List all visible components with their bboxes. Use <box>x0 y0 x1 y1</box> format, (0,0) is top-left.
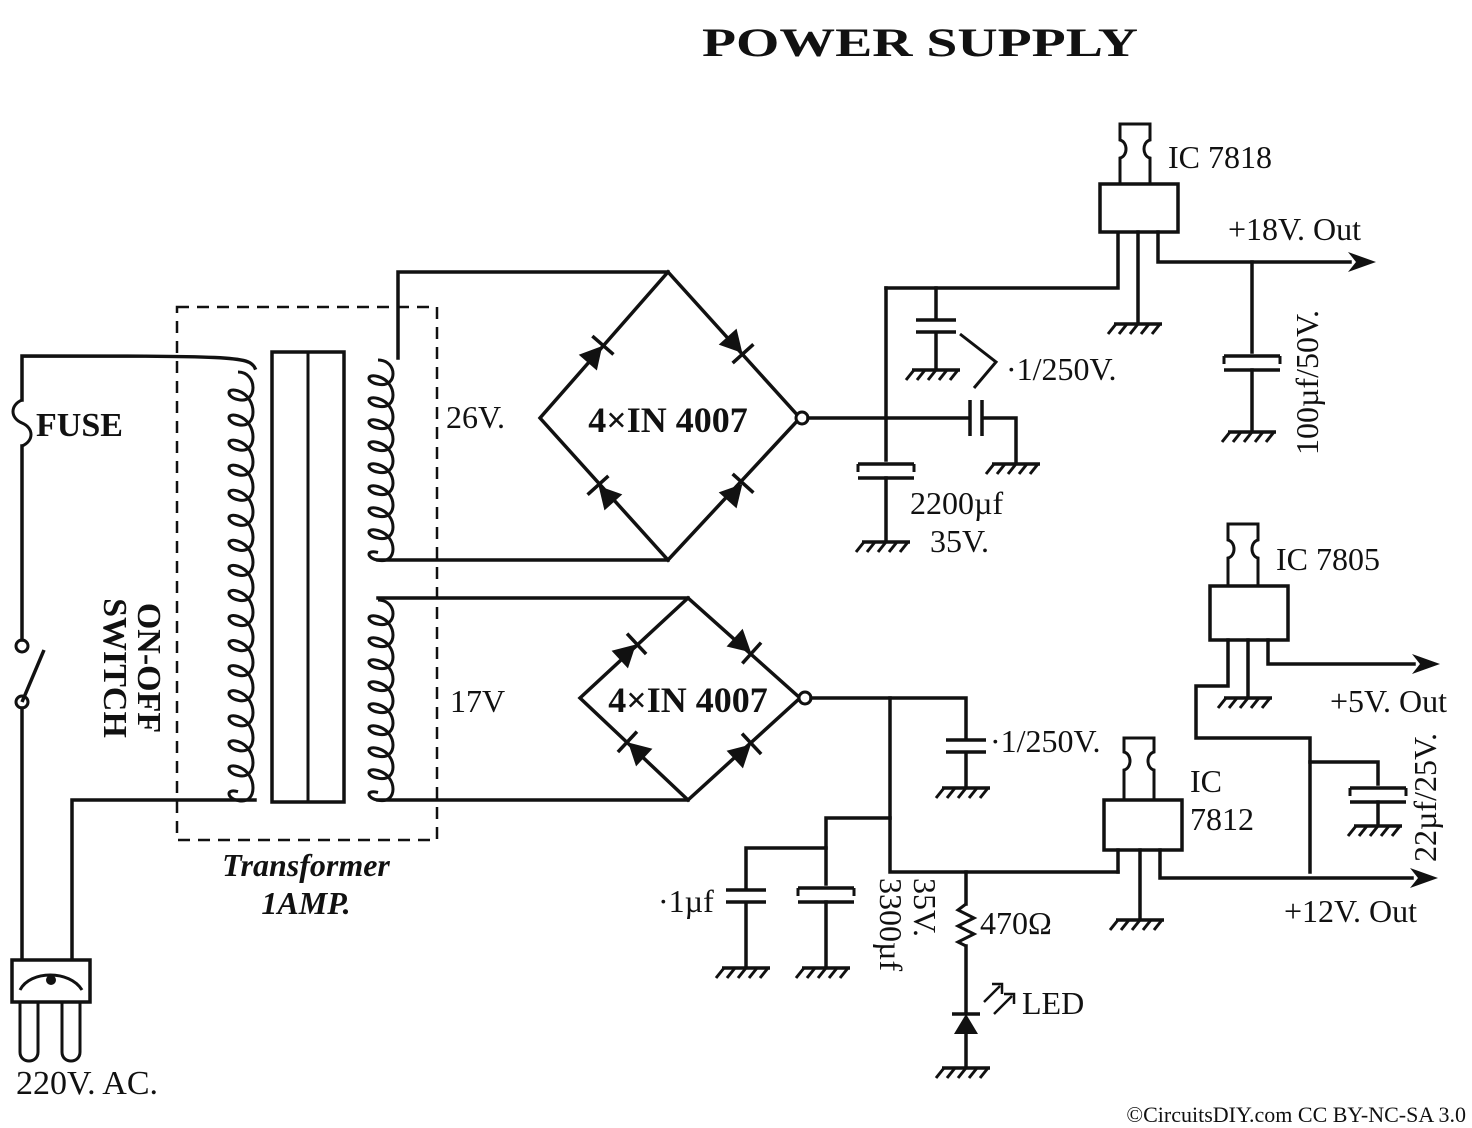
secondary-coil-top <box>367 358 395 563</box>
credit-text: ©CircuitsDIY.com CC BY-NC-SA 3.0 <box>1126 1102 1466 1127</box>
cap-3300-label-line2: 35V. <box>907 878 943 937</box>
transformer-label-line2: 1AMP. <box>261 885 350 921</box>
secondary-top-voltage: 26V. <box>446 399 505 435</box>
cap-5v-label: 22µf/25V. <box>1407 733 1443 862</box>
switch-label-line1: ON-OFF <box>130 603 167 733</box>
ic-7812-label-line1: IC <box>1190 763 1222 799</box>
mains-wiring <box>11 354 258 960</box>
cap-mid-film-label: ·1/250V. <box>990 723 1101 759</box>
top-secondary-wiring <box>376 270 670 562</box>
primary-coil <box>227 370 255 803</box>
regulator-7805 <box>1194 522 1440 874</box>
bottom-secondary-wiring <box>376 596 690 802</box>
out-12v-label: +12V. Out <box>1284 893 1417 929</box>
bridge-bottom-label: 4×IN 4007 <box>608 680 768 720</box>
cap-1uf-label: ·1µf <box>658 883 714 919</box>
switch-label-line2: SWITCH <box>96 598 133 738</box>
secondary-bottom-voltage: 17V <box>450 683 505 719</box>
secondary-coil-bottom <box>367 598 395 803</box>
regulator-7818 <box>1098 122 1376 444</box>
ic-7805-label: IC 7805 <box>1276 541 1380 577</box>
out-5v-label: +5V. Out <box>1330 683 1447 719</box>
top-dc-bus <box>806 232 1120 554</box>
cap-18v-label: 100µf/50V. <box>1289 310 1325 455</box>
cap-3300-label-line1: 3300µf <box>873 878 909 971</box>
ic-7818-label: IC 7818 <box>1168 139 1272 175</box>
resistor-label: 470Ω <box>980 905 1052 941</box>
ic-7812-label-line2: 7812 <box>1190 801 1254 837</box>
bridge-rectifier-top <box>537 269 810 563</box>
mains-plug <box>10 958 92 1063</box>
transformer-label-line1: Transformer <box>222 847 390 883</box>
led-label: LED <box>1022 985 1084 1021</box>
cap-top-elec-label-line2: 35V. <box>930 523 989 559</box>
regulator-7812 <box>1102 736 1438 932</box>
bottom-dc-bus <box>714 696 1120 1080</box>
bridge-top-label: 4×IN 4007 <box>588 400 748 440</box>
transformer-enclosure <box>175 305 439 842</box>
diagram-title: POWER SUPPLY <box>702 20 1138 65</box>
cap-top-elec-label-line1: 2200µf <box>910 485 1003 521</box>
out-18v-label: +18V. Out <box>1228 211 1361 247</box>
cap-top-film-label: ·1/250V. <box>1006 351 1117 387</box>
mains-voltage-label: 220V. AC. <box>16 1065 158 1102</box>
fuse-symbol <box>11 398 33 448</box>
fuse-label: FUSE <box>36 407 123 444</box>
transformer <box>175 305 439 842</box>
on-off-switch-symbol <box>14 638 46 710</box>
